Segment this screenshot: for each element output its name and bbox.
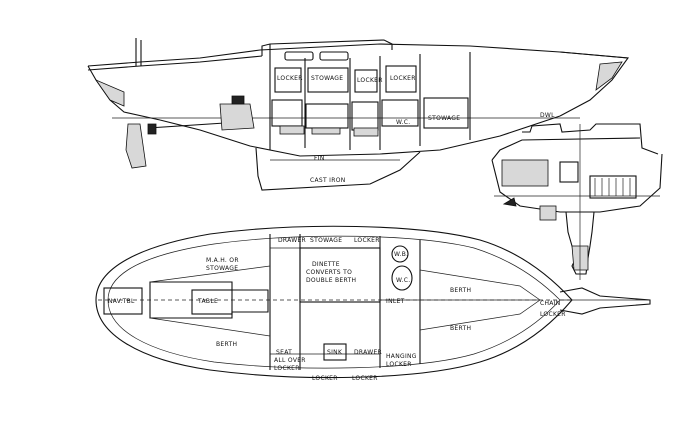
plan-label-main-stowage-2: STOWAGE [206, 265, 238, 272]
plan-label-inlet: INLET [386, 298, 405, 305]
plan-label-hanging-2: LOCKER [386, 361, 412, 368]
plan-label-seat-2: ALL OVER [274, 357, 306, 364]
plan-label-sink: SINK [327, 349, 343, 356]
plan-label-hanging-1: HANGING [386, 353, 417, 360]
plan-label-wc: W.C. [396, 277, 410, 284]
plan-label-drawer-bot: DRAWER [354, 349, 382, 356]
profile-label-locker-aft: LOCKER [390, 75, 416, 82]
plan-label-dinette-3: DOUBLE BERTH [306, 277, 356, 284]
plan-label-table: TABLE [197, 298, 218, 305]
plan-label-berth-port: BERTH [216, 341, 237, 348]
plan-label-locker-top: LOCKER [354, 237, 380, 244]
plan-label-wb: W.B. [394, 251, 408, 258]
plan-label-seat-1: SEAT [276, 349, 292, 356]
profile-label-stowage: STOWAGE [311, 75, 343, 82]
plan-label-seat-3: LOCKER [274, 365, 300, 372]
plan-label-berth-fwd-2: BERTH [450, 325, 471, 332]
plan-label-berth-fwd-1: BERTH [450, 287, 471, 294]
plan-label-drawer-top: DRAWER [278, 237, 306, 244]
profile-label-dwl: DWL [540, 112, 555, 119]
plan-label-nav: NAV.TBL [108, 298, 135, 305]
profile-view: LOCKER STOWAGE LOCKER LOCKER STOWAGE W.C… [87, 38, 630, 191]
profile-label-stowage-low: STOWAGE [428, 115, 460, 122]
plan-label-locker-bot-2: LOCKER [352, 375, 378, 382]
plan-label-dinette-1: DINETTE [312, 261, 340, 268]
plan-label-stowage-top: STOWAGE [310, 237, 342, 244]
profile-label-keel: CAST IRON [310, 177, 346, 184]
section-view [491, 123, 663, 280]
profile-label-locker-fwd: LOCKER [277, 75, 303, 82]
profile-label-fin: FIN [314, 155, 325, 162]
plan-label-chain-1: CHAIN [540, 300, 561, 307]
plan-label-dinette-2: CONVERTS TO [306, 269, 352, 276]
profile-label-wc: W.C. [396, 119, 410, 126]
plan-view: NAV.TBL TABLE M.A.H. OR STOWAGE BERTH DR… [95, 225, 651, 382]
plan-label-chain-2: LOCKER [540, 311, 566, 318]
plan-label-main-stowage-1: M.A.H. OR [206, 257, 239, 264]
plan-label-locker-bot-1: LOCKER [312, 375, 338, 382]
profile-label-locker-mid: LOCKER [357, 77, 383, 84]
